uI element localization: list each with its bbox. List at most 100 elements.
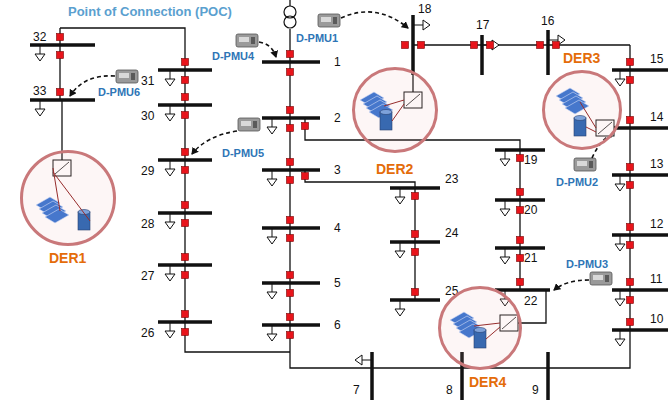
- bus-bar: [158, 68, 212, 72]
- load-symbol: [35, 109, 45, 116]
- load-line: [272, 283, 273, 292]
- bus-number: 12: [650, 217, 663, 231]
- pmu-port: [605, 275, 609, 282]
- pmu-name: D-PMU2: [556, 176, 600, 189]
- bus-bar: [480, 35, 484, 75]
- bus-number: 15: [650, 52, 663, 66]
- breaker: [287, 107, 294, 114]
- pmu-port: [333, 17, 337, 24]
- breaker: [287, 177, 294, 184]
- breaker: [182, 167, 189, 174]
- load-line: [170, 105, 171, 114]
- load-symbol: [267, 127, 277, 134]
- breaker: [627, 279, 634, 286]
- pmu-name: D-PMU5: [222, 147, 266, 160]
- bus-bar: [390, 240, 440, 244]
- load-line: [170, 213, 171, 222]
- load-line: [400, 188, 401, 197]
- bus-number: 30: [141, 109, 154, 123]
- breaker: [57, 34, 64, 41]
- load-symbol: [267, 179, 277, 186]
- load-symbol: [500, 209, 510, 216]
- load-symbol: [500, 159, 510, 166]
- load-symbol: [395, 251, 405, 258]
- breaker: [182, 329, 189, 336]
- load-line: [620, 235, 621, 244]
- breaker: [517, 255, 524, 262]
- load-symbol: [615, 79, 625, 86]
- bus-number: 23: [445, 172, 458, 186]
- breaker: [627, 117, 634, 124]
- pmu-label: D-PMU4: [212, 50, 256, 63]
- bus-number: 1: [334, 55, 341, 69]
- breaker: [418, 42, 425, 49]
- load-symbol: [35, 54, 45, 61]
- breaker: [182, 112, 189, 119]
- pmu-screen: [241, 121, 251, 126]
- load-symbol: [165, 222, 175, 229]
- breaker: [627, 242, 634, 249]
- breaker: [287, 125, 294, 132]
- load-line: [505, 248, 506, 257]
- breaker: [287, 69, 294, 76]
- breaker: [627, 319, 634, 326]
- load-line: [170, 322, 171, 331]
- breaker: [287, 159, 294, 166]
- bus-number: 4: [334, 221, 341, 235]
- der-label: DER4: [469, 374, 506, 390]
- breaker: [627, 224, 634, 231]
- bus-bar: [158, 103, 212, 107]
- load-symbol: [615, 299, 625, 306]
- pmu-port: [131, 73, 135, 80]
- load-line: [272, 118, 273, 127]
- breaker: [182, 220, 189, 227]
- breaker: [182, 311, 189, 318]
- breaker: [302, 173, 309, 180]
- load-line: [505, 200, 506, 209]
- breaker: [517, 279, 524, 286]
- bus-number: 11: [650, 272, 662, 286]
- pmu-device: [116, 70, 138, 83]
- breaker: [627, 59, 634, 66]
- load-line: [620, 290, 621, 299]
- breaker: [182, 149, 189, 156]
- bus-number: 18: [418, 2, 431, 16]
- bus-number: 7: [353, 383, 360, 397]
- load-symbol: [500, 257, 510, 264]
- bus-number: 19: [524, 153, 537, 167]
- bus-bar: [390, 186, 440, 190]
- bus-bar: [390, 298, 440, 302]
- bus-number: 21: [524, 251, 537, 265]
- pmu-name: D-PMU3: [566, 258, 610, 271]
- feeder-line: [290, 29, 630, 368]
- der-circle: DER4: [438, 286, 522, 390]
- der-ring: [440, 288, 521, 369]
- pmu-link-arrow: [341, 12, 408, 28]
- bus-bar: [546, 30, 550, 75]
- breaker: [627, 77, 634, 84]
- bus-bar: [262, 116, 320, 120]
- pmu-port: [589, 161, 593, 168]
- der-ring: [544, 72, 621, 149]
- der-ring: [354, 69, 437, 152]
- breaker: [182, 94, 189, 101]
- load-symbol: [165, 114, 175, 121]
- breaker: [517, 207, 524, 214]
- breaker: [182, 254, 189, 261]
- breaker: [402, 42, 409, 49]
- breaker: [182, 272, 189, 279]
- bus-number: 3: [334, 163, 341, 177]
- bus-bar: [158, 158, 212, 162]
- breaker: [57, 89, 64, 96]
- breaker: [302, 123, 309, 130]
- load-symbol: [615, 184, 625, 191]
- pmu-label: D-PMU1: [296, 32, 340, 45]
- bus-bar: [495, 288, 550, 292]
- load-line: [40, 45, 41, 54]
- pmu-device: [236, 34, 258, 47]
- pmu-screen: [119, 73, 129, 78]
- load-symbol: [355, 355, 362, 365]
- bus-bar: [158, 263, 212, 267]
- breaker: [517, 189, 524, 196]
- bus-number: 6: [334, 318, 341, 332]
